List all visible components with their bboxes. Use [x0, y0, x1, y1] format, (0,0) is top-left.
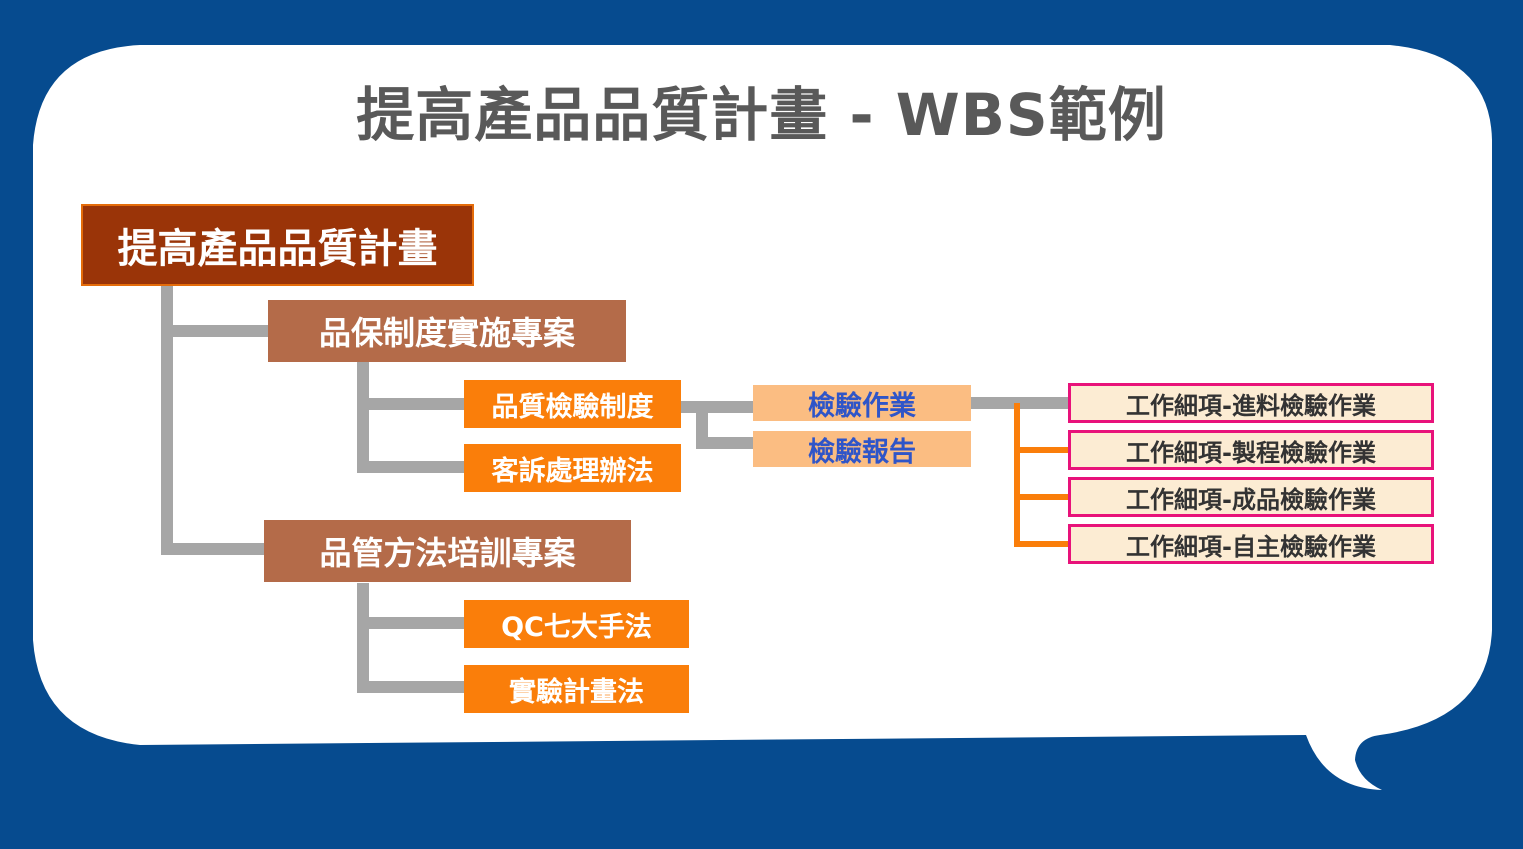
wbs-work-item: 工作細項-自主檢驗作業: [1068, 524, 1434, 564]
wbs-project-qc-training: 品管方法培訓專案: [264, 520, 631, 582]
wbs-task-qc-seven-tools: QC七大手法: [464, 600, 689, 648]
wbs-work-item: 工作細項-進料檢驗作業: [1068, 383, 1434, 423]
wbs-root: 提高產品品質計畫: [81, 204, 474, 286]
wbs-work-item: 工作細項-成品檢驗作業: [1068, 477, 1434, 517]
wbs-inspection-report: 檢驗報告: [753, 431, 971, 468]
wbs-task-design-of-experiments: 實驗計畫法: [464, 665, 689, 713]
wbs-project-qa-system: 品保制度實施專案: [268, 300, 626, 362]
page-title: 提高產品品質計畫 - WBS範例: [356, 81, 1167, 149]
wbs-task-complaint-handling: 客訴處理辦法: [464, 444, 681, 492]
wbs-task-inspection-system: 品質檢驗制度: [464, 380, 681, 428]
wbs-inspection-work: 檢驗作業: [753, 385, 971, 422]
wbs-work-item: 工作細項-製程檢驗作業: [1068, 430, 1434, 470]
